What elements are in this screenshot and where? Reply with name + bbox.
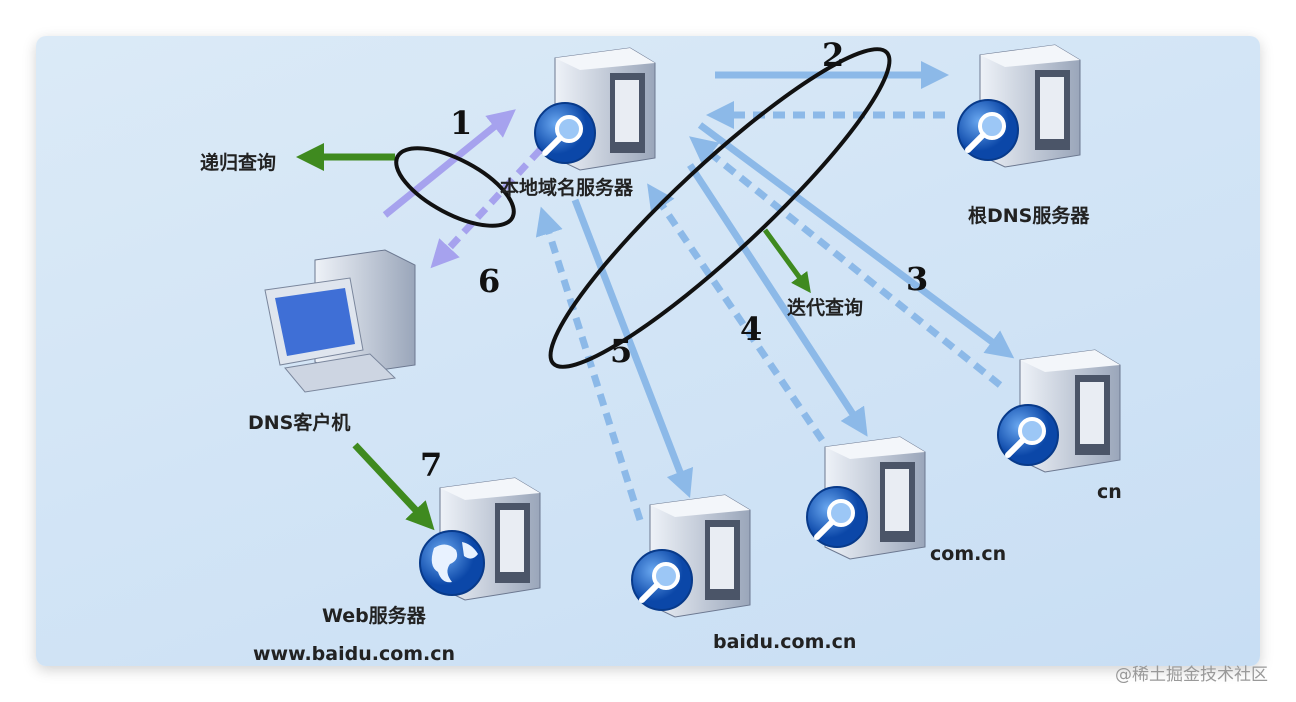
step6-response-arrow [430,147,543,269]
root-server-label: 根DNS服务器 [968,205,1090,227]
web-server-icon [419,477,541,601]
step-number-5: 5 [610,332,633,370]
baidu-server-icon [632,494,751,618]
step3-response-arrow [689,136,1003,388]
step-number-4: 4 [740,310,763,348]
step-number-1: 1 [450,104,473,142]
iterative-ellipse [548,47,892,369]
recursive-query-label: 递归查询 [200,152,277,174]
root-dns-server-icon [958,44,1081,168]
cn-label: cn [1097,481,1122,503]
recursive-ellipse [394,146,516,228]
client-label: DNS客户机 [248,412,351,434]
step1-query-arrow [382,109,516,218]
step-number-7: 7 [420,446,443,484]
step4-response-arrow [647,183,825,442]
local-server-label: 本地域名服务器 [500,177,634,199]
dns-client-computer-icon [264,249,416,393]
web-domain-label: www.baidu.com.cn [253,643,456,665]
step5-response-arrow [535,206,644,522]
watermark: @稀土掘金技术社区 [1115,665,1268,685]
local-dns-server-icon [535,47,656,171]
step3-query-arrow [697,122,1015,359]
step-number-2: 2 [822,36,845,74]
baidu-label: baidu.com.cn [713,631,857,653]
step7-access-arrow [352,442,435,531]
com-cn-server-icon [807,436,926,560]
step5-query-arrow [571,198,694,499]
com-cn-label: com.cn [930,543,1007,565]
step-number-6: 6 [478,262,501,300]
step-number-3: 3 [906,260,929,298]
web-server-label: Web服务器 [322,605,426,627]
step4-query-arrow [687,163,868,437]
iterative-query-label: 迭代查询 [787,297,864,319]
globe-icon [419,530,485,596]
iterative-pointer-arrow [762,228,811,294]
cn-server-icon [998,349,1121,473]
